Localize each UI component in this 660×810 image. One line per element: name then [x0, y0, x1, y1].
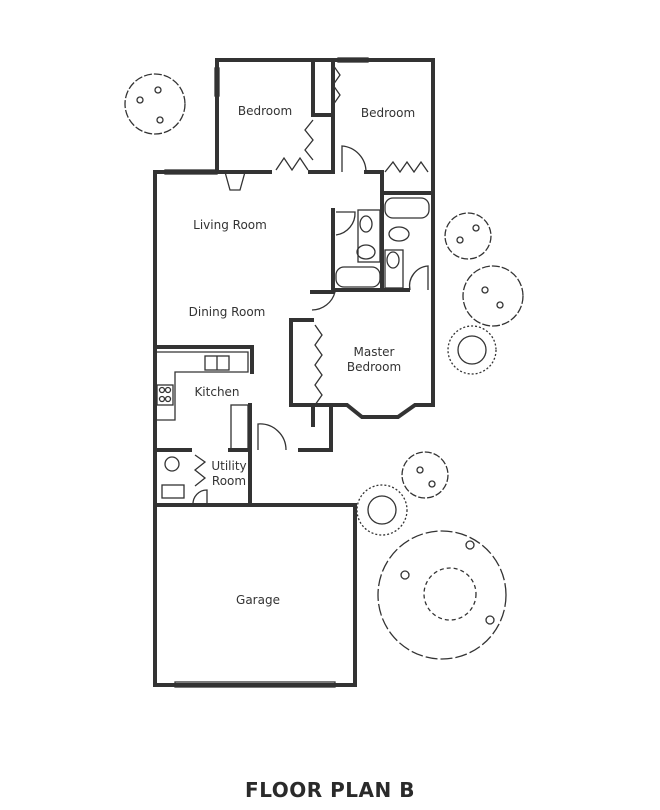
room-label-garage: Garage — [236, 593, 280, 607]
tree-icon — [444, 212, 492, 260]
bathtub-icon — [384, 197, 430, 219]
washer-icon — [161, 484, 185, 499]
doors — [192, 64, 429, 506]
room-label-dining-room: Dining Room — [189, 305, 266, 319]
room-label-utility-room: Room — [212, 474, 246, 488]
room-label-master-bedroom: Bedroom — [347, 360, 401, 374]
tree-icon — [462, 265, 524, 327]
sink-icon — [386, 251, 400, 269]
tree-icon — [377, 530, 507, 660]
toilet-icon — [388, 226, 410, 242]
room-label-kitchen: Kitchen — [194, 385, 239, 399]
tree-icon — [447, 325, 497, 375]
room-label-master-bedroom: Master — [354, 345, 395, 359]
tree-icon — [401, 451, 449, 499]
room-label-bedroom: Bedroom — [238, 104, 292, 118]
stove-icon — [156, 384, 174, 406]
toilet-icon — [356, 244, 376, 260]
room-label-bedroom: Bedroom — [361, 106, 415, 120]
water-heater-icon — [164, 456, 180, 472]
kitchen-fixtures — [153, 345, 254, 499]
tree-icon — [124, 73, 186, 135]
tree-icon — [356, 484, 408, 536]
room-label-utility-room: Utility — [211, 459, 246, 473]
plan-title: FLOOR PLAN B — [245, 778, 415, 802]
room-label-living-room: Living Room — [193, 218, 267, 232]
sink-icon — [359, 215, 373, 233]
fridge-icon — [230, 404, 249, 451]
bathtub-icon — [335, 266, 381, 288]
bath-fixtures — [335, 197, 430, 289]
trees — [124, 73, 524, 660]
garage-door — [174, 681, 336, 688]
